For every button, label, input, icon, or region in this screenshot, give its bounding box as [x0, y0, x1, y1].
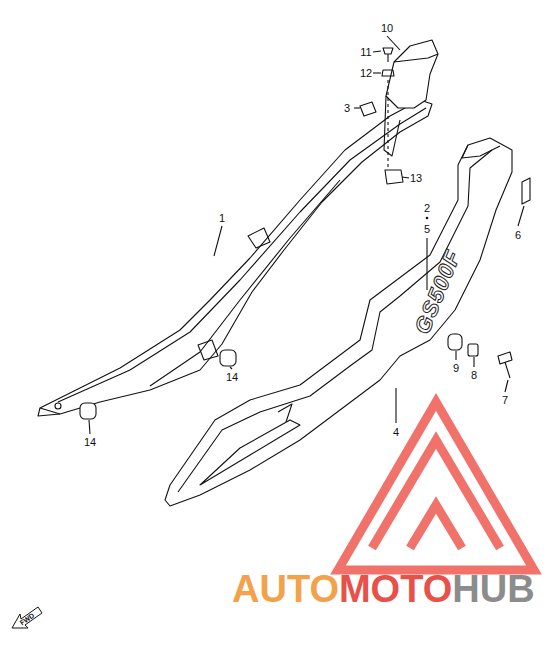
callout-number: 14 — [226, 372, 238, 383]
callout-number: 3 — [344, 103, 350, 114]
callout-number: 12 — [360, 68, 372, 79]
callout-number: 5 — [424, 224, 430, 235]
callout-number: 8 — [471, 370, 477, 381]
watermark-logo — [338, 402, 534, 570]
callout-number: 1 — [219, 213, 225, 224]
callout-number: 7 — [502, 395, 508, 406]
callout-number: 6 — [515, 230, 521, 241]
callout-number: 11 — [360, 47, 371, 58]
callout-number: 9 — [453, 363, 459, 374]
watermark-text: MOTO — [339, 570, 452, 608]
callout-number: 13 — [410, 173, 422, 184]
callout-number: 4 — [393, 427, 399, 438]
watermark-text: HUB — [452, 570, 534, 608]
callout-number: 2 — [424, 203, 430, 214]
callout-number: 10 — [381, 23, 393, 34]
watermark: AUTOMOTOHUB — [232, 570, 535, 608]
callout-number: 14 — [84, 437, 96, 448]
watermark-text: AUTO — [232, 570, 339, 608]
direction-mark: FWD — [18, 612, 35, 627]
